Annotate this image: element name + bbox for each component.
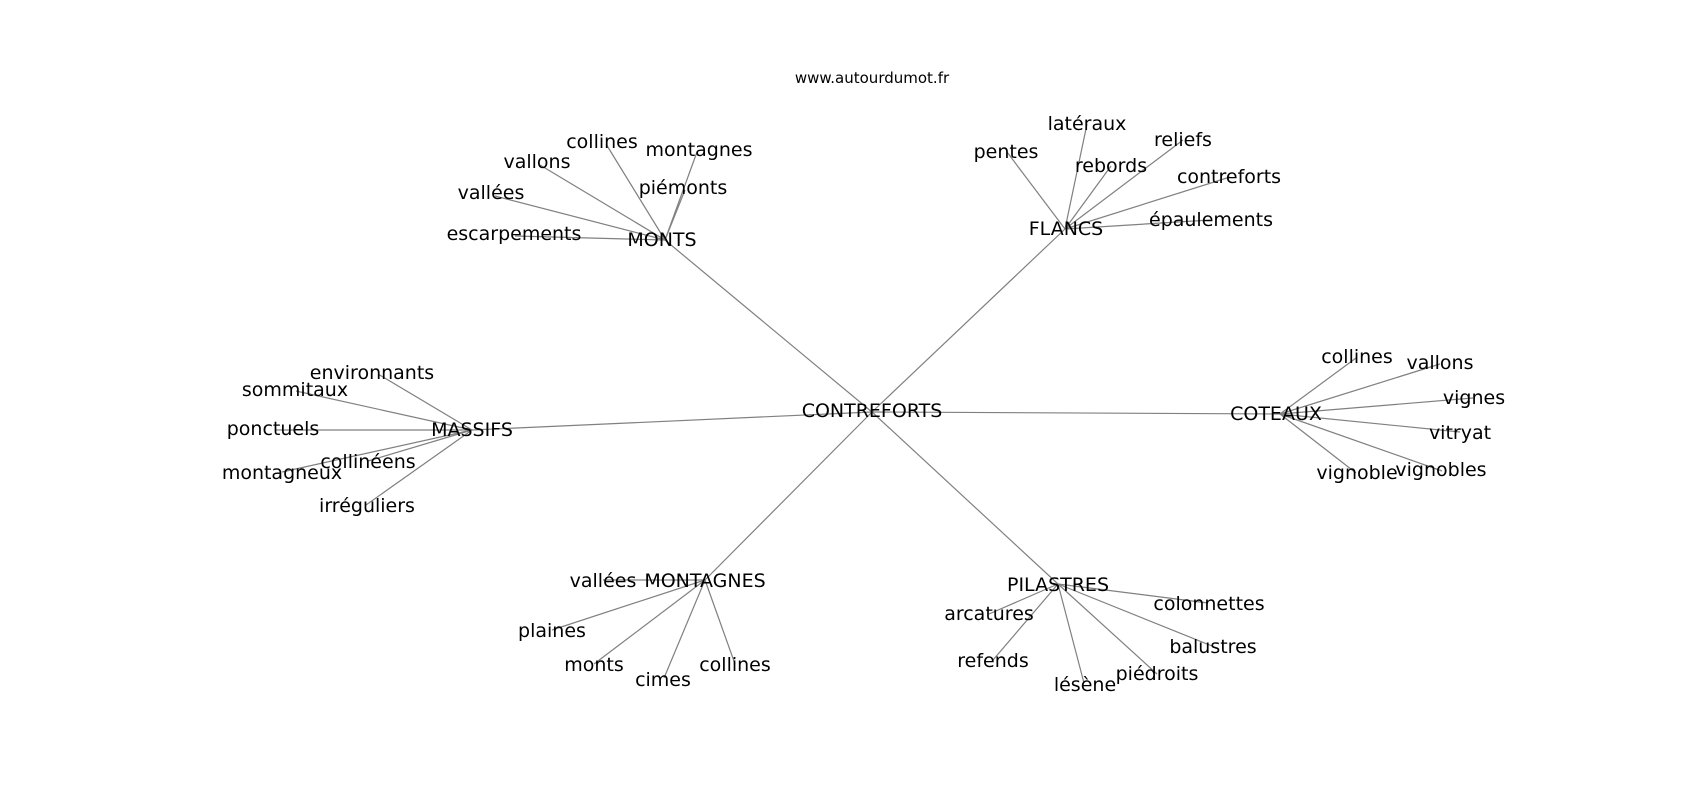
- leaf-node: cimes: [635, 669, 691, 691]
- edge-monts-leaf: [514, 235, 666, 241]
- leaf-node: vallons: [503, 151, 570, 173]
- leaf-node: vitryat: [1429, 422, 1491, 444]
- edge-pilastres-leaf: [1057, 583, 1085, 684]
- leaf-node: contreforts: [1177, 166, 1281, 188]
- leaf-node: balustres: [1169, 636, 1256, 658]
- leaf-node: vignes: [1443, 387, 1505, 409]
- edge-pilastres-leaf: [1057, 583, 1213, 647]
- leaf-node: escarpements: [447, 223, 582, 245]
- edge-flancs-leaf: [1064, 139, 1184, 230]
- leaf-node: piémonts: [639, 177, 728, 199]
- edge-coteaux-leaf: [1279, 357, 1357, 415]
- edge-flancs-leaf: [1064, 165, 1112, 230]
- edge-montagnes-leaf: [593, 579, 706, 665]
- edge-pilastres-leaf: [1057, 583, 1158, 675]
- leaf-node: collines: [699, 654, 771, 676]
- edge-montagnes-leaf: [663, 579, 706, 679]
- leaf-node: vignobles: [1395, 459, 1486, 481]
- leaf-node: pentes: [974, 141, 1039, 163]
- edge-flancs-leaf: [1064, 219, 1211, 230]
- leaf-node: vallées: [458, 182, 525, 204]
- graph-labels: www.autourdumot.fr CONTREFORTS MONTS col…: [222, 69, 1505, 696]
- hub-node-pilastres: PILASTRES: [1007, 574, 1109, 596]
- edge-massifs-leaf: [377, 373, 473, 431]
- edge-center-pilastres: [871, 411, 1059, 585]
- edge-flancs-leaf: [1064, 123, 1088, 230]
- edge-massifs-leaf: [365, 429, 473, 506]
- edge-pilastres-leaf: [988, 583, 1059, 615]
- leaf-node: montagneux: [222, 462, 342, 484]
- leaf-node: reliefs: [1154, 129, 1212, 151]
- leaf-node: montagnes: [646, 139, 753, 161]
- leaf-node: rebords: [1075, 155, 1147, 177]
- leaf-node: arcatures: [944, 603, 1034, 625]
- edge-center-montagnes: [704, 411, 873, 581]
- edge-coteaux-leaf: [1279, 397, 1474, 415]
- leaf-node: vallons: [1406, 352, 1473, 374]
- edge-center-monts: [664, 239, 873, 413]
- leaf-node: monts: [564, 654, 624, 676]
- leaf-node: ponctuels: [227, 418, 320, 440]
- edge-massifs-leaf: [295, 390, 473, 431]
- source-url: www.autourdumot.fr: [795, 69, 950, 87]
- leaf-node: vallées: [570, 570, 637, 592]
- edge-monts-leaf: [539, 164, 666, 241]
- edge-montagnes-leaf: [551, 579, 706, 631]
- leaf-node: irréguliers: [319, 495, 415, 517]
- hub-node-flancs: FLANCS: [1029, 218, 1104, 240]
- edge-center-flancs: [871, 228, 1066, 413]
- leaf-node: latéraux: [1048, 113, 1127, 135]
- leaf-node: sommitaux: [242, 379, 348, 401]
- edge-pilastres-leaf: [1057, 583, 1209, 604]
- leaf-node: collinéens: [320, 451, 415, 473]
- leaf-node: lésène: [1054, 674, 1116, 696]
- edge-coteaux-leaf: [1279, 363, 1441, 415]
- edge-monts-leaf: [664, 189, 686, 241]
- edge-monts-leaf: [494, 195, 666, 241]
- edge-center-massifs: [471, 411, 873, 431]
- leaf-node: collines: [1321, 346, 1393, 368]
- center-node: CONTREFORTS: [802, 400, 943, 422]
- edge-monts-leaf: [605, 143, 666, 241]
- graph-edges: [276, 123, 1474, 684]
- leaf-node: épaulements: [1149, 209, 1273, 231]
- hub-node-monts: MONTS: [627, 229, 696, 251]
- edge-coteaux-leaf: [1279, 413, 1443, 472]
- leaf-node: collines: [566, 131, 638, 153]
- leaf-node: piédroits: [1116, 663, 1199, 685]
- hub-node-coteaux: COTEAUX: [1230, 403, 1322, 425]
- edge-montagnes-leaf: [704, 579, 736, 665]
- leaf-node: environnants: [310, 362, 434, 384]
- edge-massifs-leaf: [367, 429, 473, 462]
- leaf-node: vignoble: [1316, 462, 1397, 484]
- edge-coteaux-leaf: [1279, 413, 1357, 474]
- edge-coteaux-leaf: [1279, 413, 1461, 433]
- edge-flancs-leaf: [1006, 151, 1066, 230]
- leaf-node: plaines: [518, 620, 586, 642]
- hub-node-massifs: MASSIFS: [431, 419, 513, 441]
- edge-pilastres-leaf: [992, 583, 1059, 661]
- leaf-node: colonnettes: [1153, 593, 1264, 615]
- edge-massifs-leaf: [281, 429, 473, 473]
- edge-flancs-leaf: [1064, 176, 1231, 230]
- edge-center-coteaux: [871, 411, 1281, 415]
- hub-node-montagnes: MONTAGNES: [644, 570, 765, 592]
- leaf-node: refends: [957, 650, 1028, 672]
